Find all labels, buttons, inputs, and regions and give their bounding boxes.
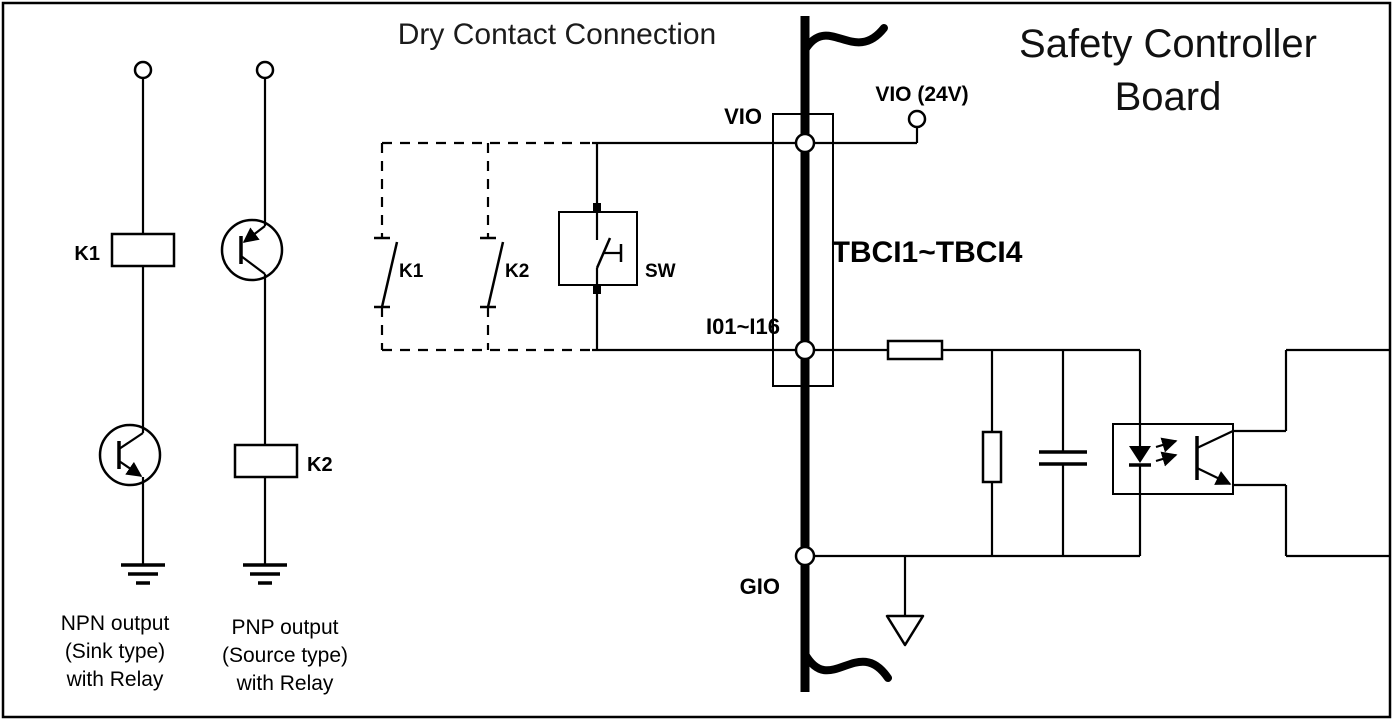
- npn-caption-line2: (Sink type): [65, 640, 165, 663]
- contact-k1: K1: [374, 143, 424, 350]
- pnp-caption-line3: with Relay: [236, 672, 334, 695]
- phototransistor-collector: [1196, 430, 1234, 449]
- terminal-circle: [133, 60, 153, 80]
- relay-k1-label: K1: [74, 243, 100, 265]
- phototransistor-emitter-arrow: [1196, 467, 1232, 485]
- gio-label: GIO: [740, 574, 780, 599]
- transistor-circle: [220, 218, 284, 282]
- switch-terminal-mark: [593, 203, 601, 211]
- push-button-sw: SW: [558, 143, 676, 294]
- terminal-circle: [255, 60, 275, 80]
- relay-coil-k2: [233, 443, 299, 479]
- optocoupler: [1112, 423, 1234, 495]
- gio-ground-symbol: [885, 556, 925, 647]
- transistor-emitter-arrow: [118, 460, 143, 477]
- dry-contact-title: Dry Contact Connection: [398, 18, 717, 51]
- npn-caption-line3: with Relay: [66, 668, 164, 691]
- terminal-block-tbci: [772, 113, 834, 387]
- series-resistor: [886, 339, 944, 361]
- ground-symbol: [243, 563, 287, 585]
- dry-contact-region: K1 K2 SW: [374, 141, 800, 352]
- resistor-body: [981, 430, 1003, 484]
- board-title-line2: Board: [1115, 75, 1222, 119]
- filter-capacitor: [1039, 350, 1087, 556]
- light-arrow: [1155, 437, 1178, 453]
- relay-k2-label: K2: [307, 454, 333, 476]
- contact-k1-label: K1: [399, 261, 424, 282]
- transistor-emitter-arrow: [242, 225, 266, 243]
- terminal-input: [794, 339, 816, 361]
- contact-k2: K2: [480, 143, 529, 350]
- npn-caption-line1: NPN output: [61, 612, 170, 635]
- ground-symbol: [121, 563, 165, 585]
- led-triangle: [1129, 446, 1151, 463]
- optocoupler-body: [1112, 423, 1234, 495]
- npn-output-circuit: K1 NPN output (Sink type) with Relay: [61, 60, 176, 691]
- input-label: I01~I16: [706, 314, 780, 339]
- pnp-output-circuit: K2 PNP output (Source type) with Relay: [220, 60, 348, 695]
- contact-blade: [486, 241, 505, 308]
- pnp-caption-line2: (Source type): [222, 644, 348, 667]
- transistor-collector: [118, 432, 144, 450]
- contact-k2-label: K2: [505, 261, 529, 282]
- shunt-resistor: [981, 350, 1003, 556]
- break-symbol-bottom: [801, 650, 892, 682]
- transistor-collector: [240, 255, 266, 275]
- ground-arrow: [885, 614, 925, 647]
- light-arrow: [1155, 451, 1178, 467]
- vio-label: VIO: [724, 104, 762, 129]
- pnp-transistor-symbol: [220, 218, 284, 282]
- switch-label: SW: [645, 261, 676, 282]
- tbci-label: TBCI1~TBCI4: [832, 236, 1023, 269]
- terminal-vio: [794, 132, 816, 154]
- npn-transistor-symbol: [98, 423, 162, 487]
- break-symbol-top: [801, 24, 888, 54]
- pnp-caption-line1: PNP output: [231, 616, 338, 639]
- relay-coil-k1: [110, 232, 176, 268]
- contact-blade: [380, 241, 399, 308]
- terminal-gio: [794, 545, 816, 567]
- transistor-circle: [98, 423, 162, 487]
- vio-24v-terminal-circle: [907, 109, 927, 129]
- vio-24v-label: VIO (24V): [875, 83, 968, 106]
- safety-controller-board: TBCI1~TBCI4 VIO VIO (24V) I01~I16: [706, 16, 1389, 692]
- board-title-line1: Safety Controller: [1019, 22, 1317, 66]
